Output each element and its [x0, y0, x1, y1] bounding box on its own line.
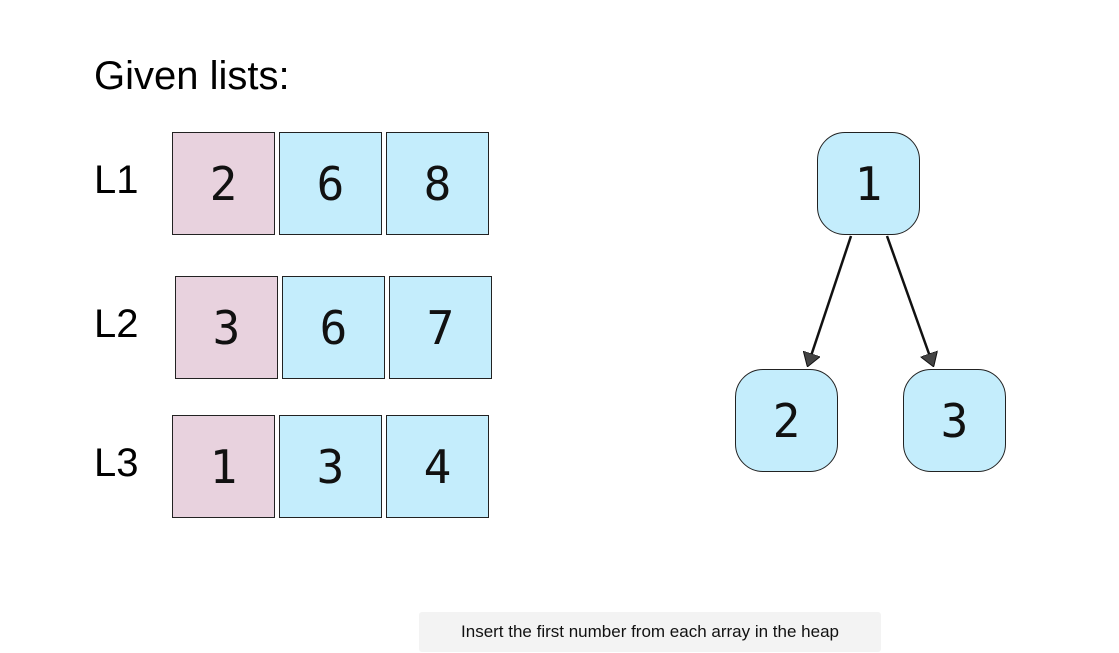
list-label: L1 [94, 158, 139, 202]
list-row-l2: L2 3 6 7 [94, 276, 494, 380]
heap-edge-right [885, 235, 933, 365]
list-cell: 6 [282, 276, 385, 379]
list-label: L2 [94, 302, 139, 346]
heap-node-left: 2 [735, 369, 838, 472]
list-cell-first: 1 [172, 415, 275, 518]
list-row-l3: L3 1 3 4 [94, 415, 494, 519]
list-cell: 8 [386, 132, 489, 235]
list-label: L3 [94, 441, 139, 485]
page-title: Given lists: [94, 54, 290, 98]
list-cell-first: 3 [175, 276, 278, 379]
heap-node-right: 3 [903, 369, 1006, 472]
list-cell: 6 [279, 132, 382, 235]
list-cell-first: 2 [172, 132, 275, 235]
list-cell: 4 [386, 415, 489, 518]
list-cell: 3 [279, 415, 382, 518]
heap-node-root: 1 [817, 132, 920, 235]
caption-text: Insert the first number from each array … [419, 612, 881, 652]
heap-edge-left [808, 235, 853, 365]
list-cell: 7 [389, 276, 492, 379]
list-row-l1: L1 2 6 8 [94, 132, 494, 236]
